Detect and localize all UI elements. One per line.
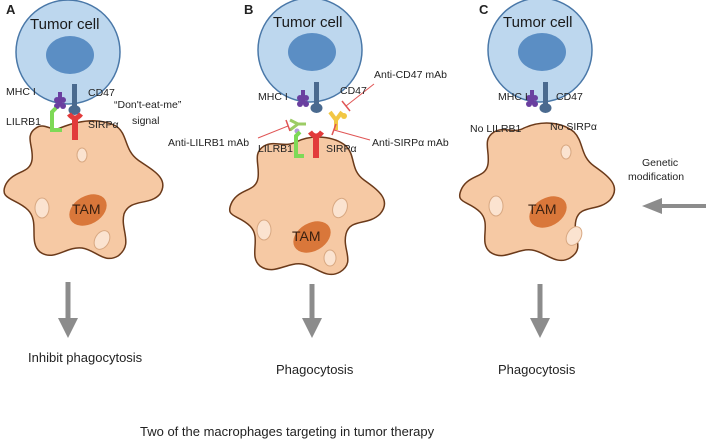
genetic-label-2: modification	[628, 171, 684, 183]
inhibit-line-cd47	[341, 83, 375, 112]
tam-nucleus-b	[293, 221, 331, 253]
tam-label-a: TAM	[72, 201, 101, 217]
genetic-arrowhead	[642, 198, 662, 214]
panel-b: B Tumor cell TAM	[168, 0, 449, 377]
tumor-nucleus-c	[518, 33, 566, 71]
lilrb1-label-a: LILRB1	[6, 116, 41, 128]
tumor-label-b: Tumor cell	[273, 14, 342, 31]
vesicle-a2	[93, 230, 111, 250]
mhc-i-a	[54, 92, 66, 109]
no-lilrb1-label: No LILRB1	[470, 123, 522, 135]
figure-caption: Two of the macrophages targeting in tumo…	[140, 424, 435, 439]
cd47-label-c: CD47	[556, 91, 583, 103]
anti-sirpa-label: Anti-SIRPα mAb	[372, 137, 449, 149]
sirpa-label-b: SIRPα	[326, 143, 357, 155]
panel-b-letter: B	[244, 2, 253, 17]
vesicle-b3	[323, 249, 337, 267]
tumor-nucleus-a	[46, 36, 94, 74]
tumor-nucleus-b	[288, 33, 336, 71]
sirpa-a	[67, 112, 83, 140]
signal-label-a1: “Don't-eat-me”	[114, 99, 182, 111]
mhc-i-b	[297, 90, 309, 107]
lilrb1-label-b: LILRB1	[258, 143, 293, 155]
tam-label-b: TAM	[292, 228, 321, 244]
tam-cell-b	[229, 136, 386, 276]
sirpa-b	[308, 130, 324, 158]
tam-label-c: TAM	[528, 201, 557, 217]
tumor-label-a: Tumor cell	[30, 16, 99, 33]
panel-a-letter: A	[6, 2, 16, 17]
mhc-label-a: MHC I	[6, 86, 36, 98]
result-b: Phagocytosis	[276, 362, 354, 377]
mhc-label-b: MHC I	[258, 91, 288, 103]
cd47-label-a: CD47	[88, 87, 115, 99]
genetic-label-1: Genetic	[642, 157, 678, 169]
panel-c: C Tumor cell TAM MHC I CD47 No LILRB1 No…	[459, 0, 706, 377]
tam-nucleus-a	[69, 194, 107, 226]
inhibit-line-lilrb1	[257, 119, 291, 139]
vesicle-c1	[488, 195, 504, 217]
lilrb1-b	[294, 130, 304, 158]
tumor-label-c: Tumor cell	[503, 14, 572, 31]
vesicle-c3	[560, 144, 572, 160]
arrowhead-a	[58, 318, 78, 338]
arrowhead-b	[302, 318, 322, 338]
panel-a: A Tumor cell TAM MHC I CD47 LI	[3, 0, 182, 365]
result-a: Inhibit phagocytosis	[28, 350, 143, 365]
vesicle-a1	[34, 197, 50, 219]
result-c: Phagocytosis	[498, 362, 576, 377]
mhc-i-c	[526, 90, 538, 107]
sirpa-label-a: SIRPα	[88, 119, 119, 131]
signal-label-a2: signal	[132, 115, 159, 127]
vesicle-a3	[76, 147, 88, 163]
inhibit-line-sirpa	[331, 123, 371, 141]
anti-cd47-label: Anti-CD47 mAb	[374, 69, 447, 81]
vesicle-b2	[332, 197, 348, 219]
arrowhead-c	[530, 318, 550, 338]
cd47-c	[539, 82, 552, 113]
anti-lilrb1-label: Anti-LILRB1 mAb	[168, 137, 249, 149]
tam-nucleus-c	[529, 196, 567, 228]
cd47-b	[310, 82, 323, 113]
cd47-label-b: CD47	[340, 85, 367, 97]
vesicle-b1	[256, 219, 272, 241]
cd47-a	[68, 84, 81, 115]
lilrb1-a	[50, 106, 62, 132]
mhc-label-c: MHC I	[498, 91, 528, 103]
tam-cell-a	[3, 120, 164, 260]
anti-cd47-antibody	[328, 110, 347, 130]
panel-c-letter: C	[479, 2, 489, 17]
no-sirpa-label: No SIRPα	[550, 121, 597, 133]
tam-cell-c	[459, 122, 616, 262]
vesicle-c2	[565, 226, 583, 246]
